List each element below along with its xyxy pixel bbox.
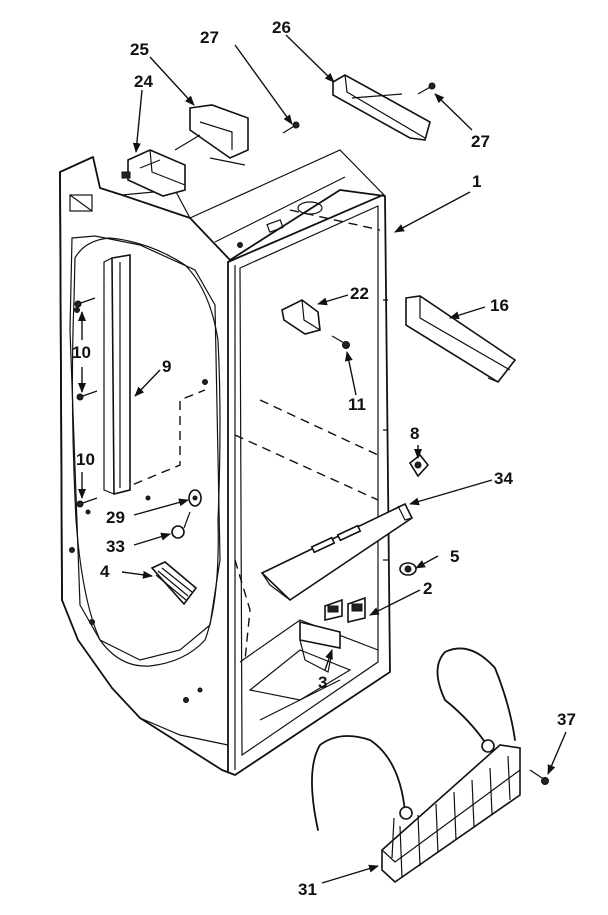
callout-37: 37: [557, 710, 576, 729]
screw-icon: [417, 82, 436, 95]
callout-2: 2: [423, 579, 432, 598]
light-shield: [260, 502, 414, 602]
switch-plate: [324, 596, 366, 624]
cabinet-liner: [59, 149, 391, 776]
callout-9: 9: [162, 357, 171, 376]
callout-10-upper: 10: [72, 343, 91, 362]
shelf-rail: [103, 254, 131, 496]
callout-29: 29: [106, 508, 125, 527]
callout-26: 26: [272, 18, 291, 37]
bracket-part: [174, 104, 249, 166]
leader-lines: [78, 34, 567, 884]
vent-grille: [150, 561, 198, 606]
control-housing: [121, 149, 186, 197]
callout-3: 3: [318, 673, 327, 692]
callout-4: 4: [100, 562, 110, 581]
callout-1: 1: [472, 172, 481, 191]
callout-34: 34: [494, 469, 513, 488]
callout-31: 31: [298, 880, 317, 899]
callout-labels: 1 2 3 4 5 8 9 10 10 11 16 22 24 25 26 27…: [72, 18, 576, 899]
clip-icon: [408, 453, 430, 478]
screw-icon: [529, 769, 549, 785]
callout-11: 11: [348, 395, 366, 414]
clip-part: [281, 299, 321, 335]
callout-22: 22: [350, 284, 369, 303]
thermostat-bulb: [171, 511, 191, 539]
screw-icon: [331, 335, 350, 349]
track-part: [332, 74, 431, 141]
channel-part: [405, 295, 517, 384]
drain-trough: [311, 647, 521, 884]
callout-5: 5: [450, 547, 459, 566]
screw-icon: [74, 297, 98, 508]
callout-24: 24: [134, 72, 153, 91]
fastener-icon: [188, 489, 202, 507]
callout-10-lower: 10: [76, 450, 95, 469]
callout-25: 25: [130, 40, 149, 59]
callout-27-right: 27: [471, 132, 490, 151]
socket-icon: [399, 562, 417, 576]
callout-16: 16: [490, 296, 509, 315]
callout-27-top: 27: [200, 28, 219, 47]
heater-wire: [71, 237, 221, 667]
callout-33: 33: [106, 537, 125, 556]
mount-bracket: [299, 620, 341, 673]
screw-icon: [282, 121, 300, 134]
callout-8: 8: [410, 424, 419, 443]
